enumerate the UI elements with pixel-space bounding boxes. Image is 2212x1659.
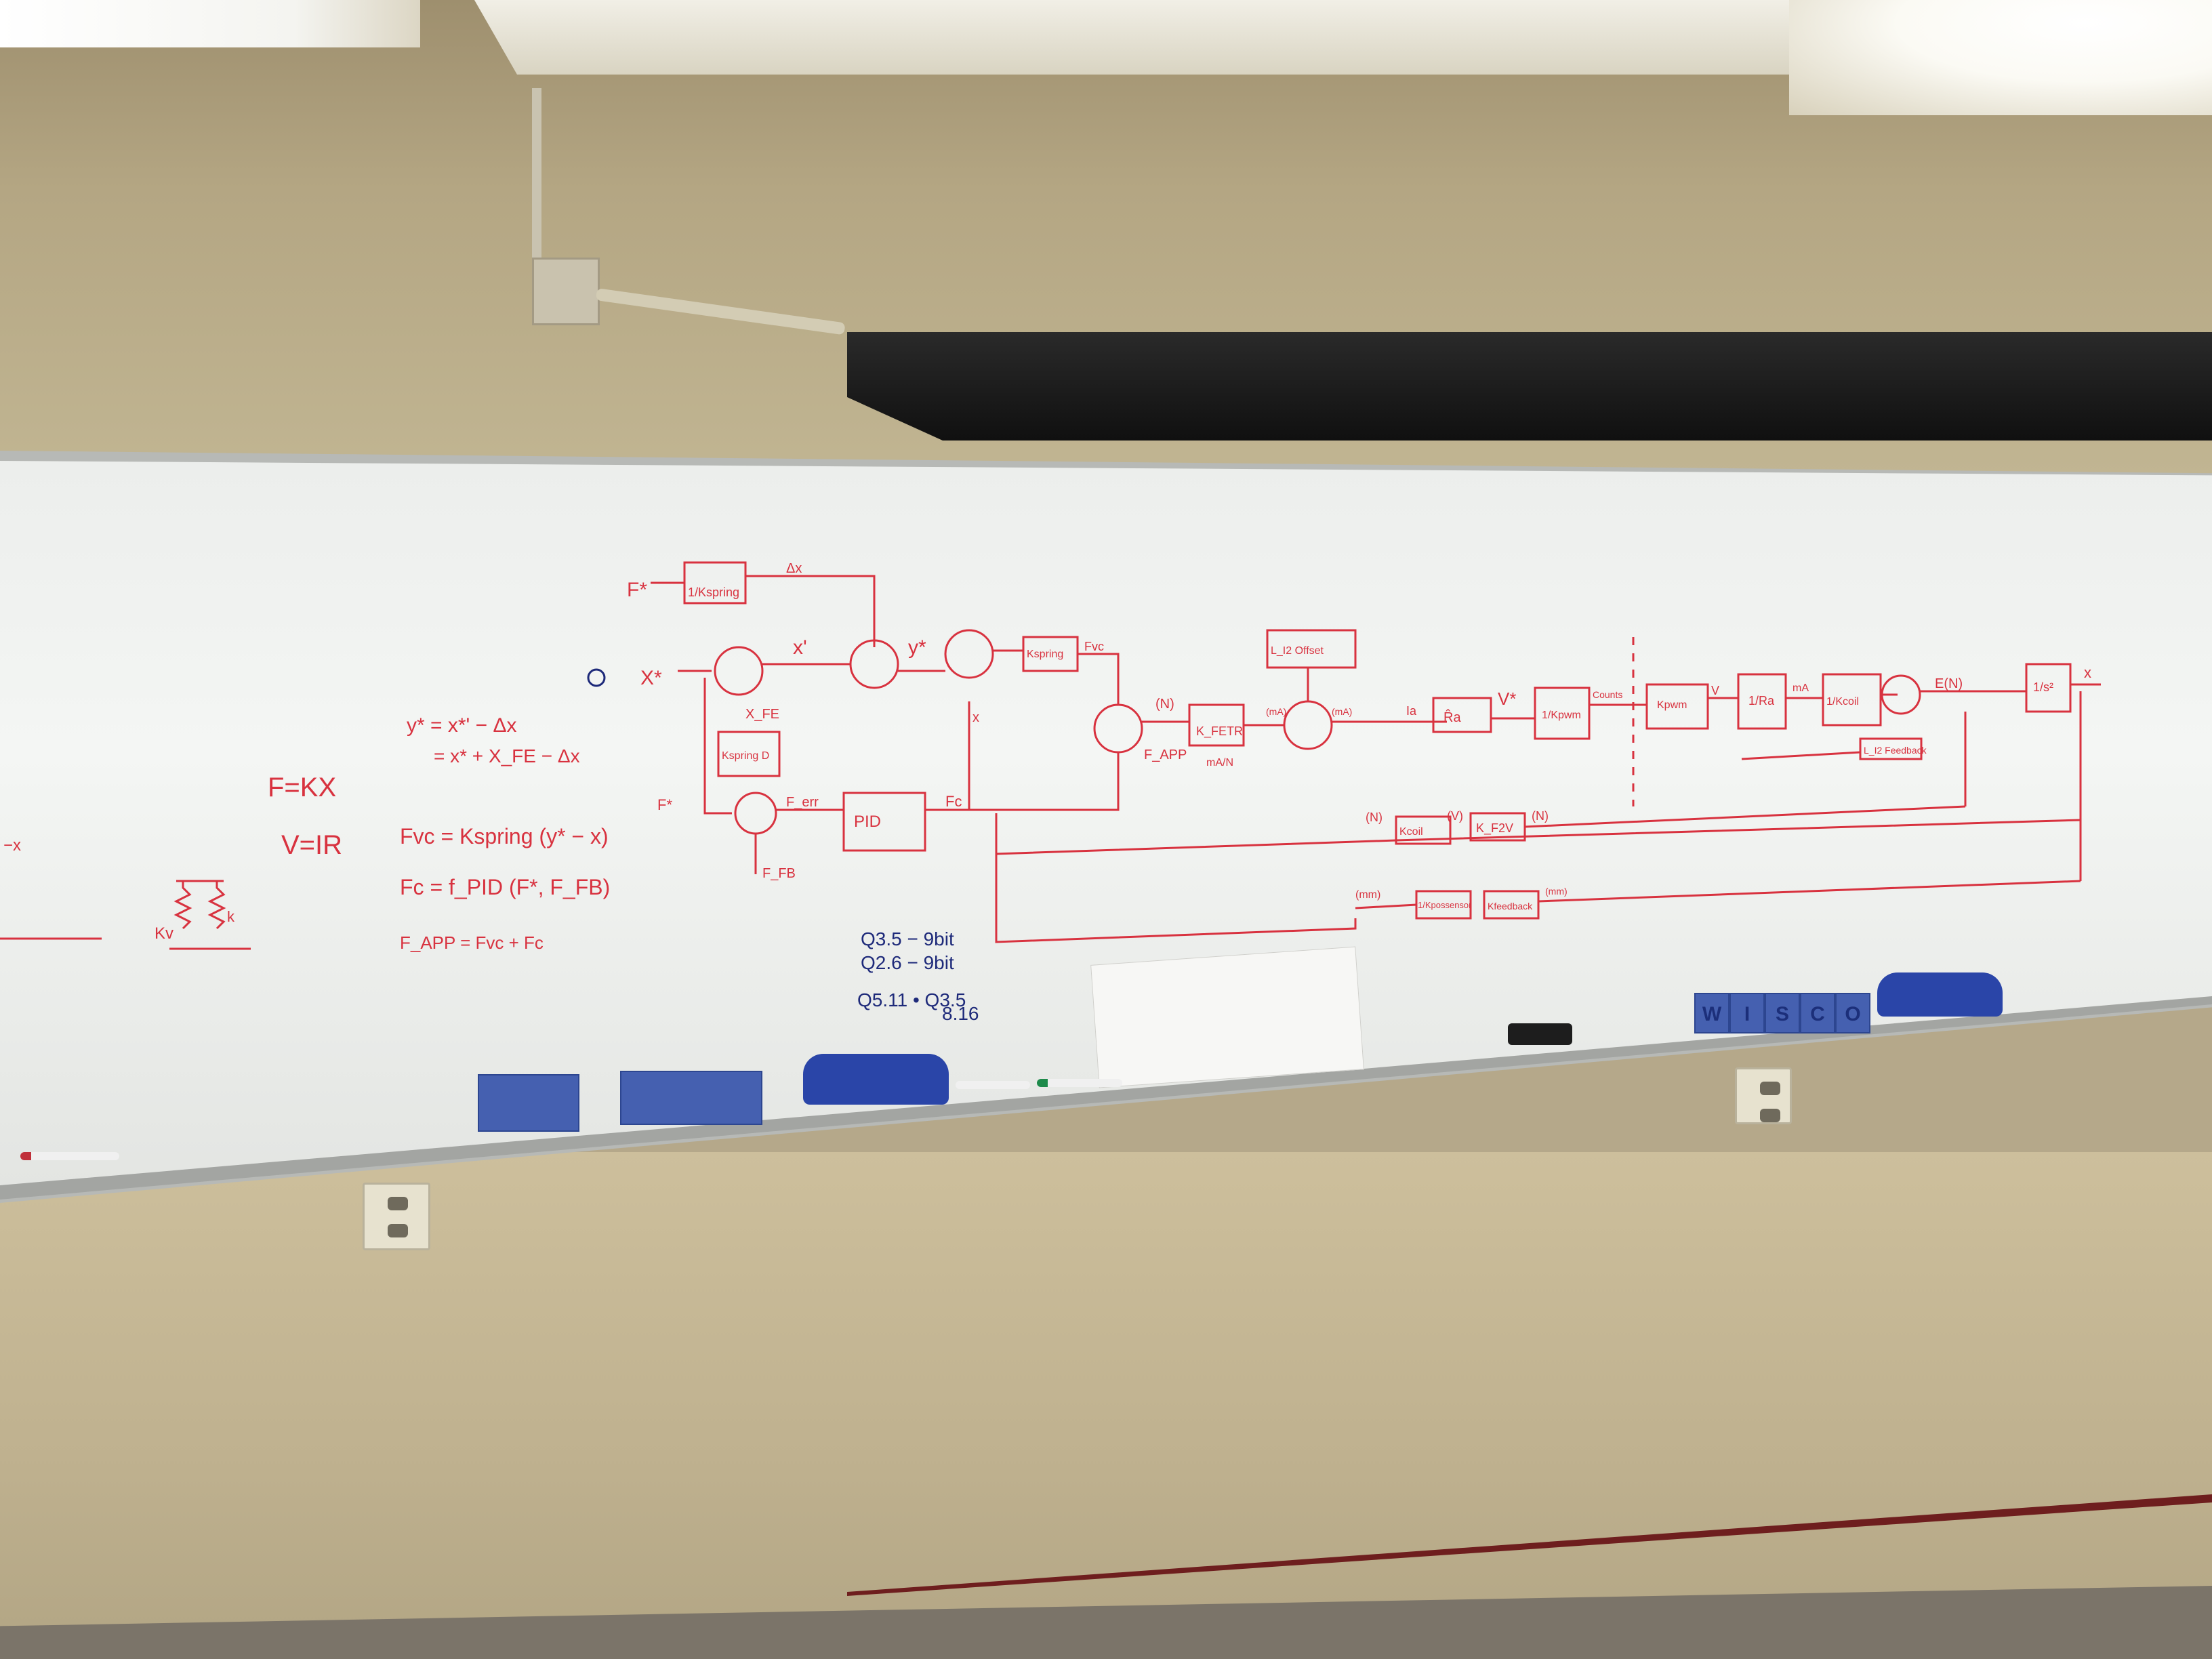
paper-sheet (1090, 946, 1364, 1088)
label-f-fb: F_FB (762, 866, 796, 881)
label-k-f2v: K_F2V (1476, 821, 1513, 836)
label-n-unit: (N) (1155, 697, 1174, 712)
label-one-over-kspring: 1/Kspring (688, 586, 739, 599)
ceiling-light-grate (474, 0, 1898, 75)
label-one-over-s2: 1/s² (2033, 680, 2053, 694)
label-e-n: E(N) (1935, 676, 1963, 691)
label-pid: PID (854, 813, 881, 831)
label-f-star: F* (627, 579, 647, 601)
label-spring-kv: Kv (155, 924, 173, 943)
label-v: V (1711, 684, 1719, 697)
label-l-feedback: L_I2 Feedback (1864, 745, 1927, 756)
eq-fapp: F_APP = Fvc + Fc (400, 933, 544, 953)
marker-2 (1037, 1079, 1122, 1087)
eq-ohm: V=IR (281, 830, 342, 860)
marker-3 (20, 1152, 119, 1160)
junction-box (532, 258, 600, 325)
label-fvc: Fvc (1084, 640, 1104, 653)
label-kcoil: Kcoil (1399, 826, 1423, 838)
label-one-over-ra: 1/Ra (1748, 694, 1775, 708)
label-f-err: F_err (786, 795, 819, 810)
label-ia: Ia (1406, 704, 1417, 718)
label-x-prime: x' (793, 636, 807, 659)
eraser-right (1877, 972, 2003, 1017)
label-mm2: (mm) (1545, 886, 1568, 897)
block-o: O (1835, 993, 1870, 1033)
label-n2: (N) (1532, 809, 1549, 823)
label-x-fe: X_FE (745, 707, 779, 722)
eq-fvc: Fvc = Kspring (y* − x) (400, 824, 609, 848)
ceiling-light-left (0, 0, 420, 47)
label-v1: (V) (1447, 809, 1463, 823)
eq-fc: Fc = f_PID (F*, F_FB) (400, 875, 610, 899)
projector-screen-case (847, 332, 2212, 441)
label-n1: (N) (1366, 811, 1382, 824)
label-f-app: F_APP (1144, 747, 1187, 762)
label-kspring-d: Kspring D (722, 750, 769, 762)
label-ma-over-n: mA/N (1206, 757, 1233, 769)
label-kfeedback: Kfeedback (1488, 901, 1533, 912)
label-v-star: V* (1498, 689, 1516, 709)
black-eraser (1508, 1023, 1572, 1045)
letter-block-stack-2 (620, 1071, 762, 1125)
label-spring-k: k (227, 908, 235, 925)
label-x-out: x (972, 710, 979, 725)
block-s: S (1765, 993, 1800, 1033)
wall-outlet-left (363, 1183, 430, 1250)
note-q2-6: Q2.6 − 9bit (861, 952, 954, 973)
note-8-16: 8.16 (942, 1003, 979, 1024)
eq-y-star-expanded: = x* + X_FE − Δx (434, 745, 580, 766)
eq-hooke: F=KX (268, 773, 336, 802)
label-ma1: (mA) (1266, 706, 1286, 717)
block-c: C (1800, 993, 1835, 1033)
electrical-conduit (532, 88, 541, 285)
label-one-over-kpwm: 1/Kpwm (1542, 710, 1581, 721)
label-kspring: Kspring (1027, 649, 1063, 660)
label-fc: Fc (945, 793, 962, 810)
ceiling-light-right (1789, 0, 2212, 115)
block-i: I (1729, 993, 1765, 1033)
eraser-left (803, 1054, 949, 1105)
note-q5-11: Q5.11 • Q3.5 (857, 989, 966, 1010)
wisco-blocks: W I S C O (1694, 993, 1870, 1033)
label-k-fetr: K_FETR (1196, 724, 1243, 739)
label-left-x: −x (3, 836, 21, 855)
note-q3-5: Q3.5 − 9bit (861, 928, 954, 949)
label-kpossensor: 1/Kpossensor (1418, 900, 1472, 910)
label-l-offset: L_I2 Offset (1271, 645, 1324, 657)
label-x-final: x (2084, 664, 2091, 681)
marker-1 (956, 1081, 1030, 1089)
label-one-over-kcoil: 1/Kcoil (1826, 696, 1859, 708)
label-f-star-lower: F* (657, 796, 672, 813)
label-mm1: (mm) (1355, 889, 1380, 901)
letter-block-stack-1 (478, 1074, 579, 1132)
block-w: W (1694, 993, 1729, 1033)
label-y-star: y* (908, 636, 926, 659)
label-ma3: mA (1793, 682, 1809, 694)
eq-y-star: y* = x*' − Δx (407, 714, 517, 737)
label-delta-x: Δx (786, 561, 802, 576)
label-kpwm: Kpwm (1657, 699, 1687, 711)
label-r-a-hat: R̂a (1443, 710, 1461, 725)
wall-outlet-right (1735, 1067, 1792, 1124)
label-ma2: (mA) (1332, 706, 1352, 717)
label-x-star: X* (640, 667, 662, 689)
label-counts: Counts (1593, 689, 1622, 700)
